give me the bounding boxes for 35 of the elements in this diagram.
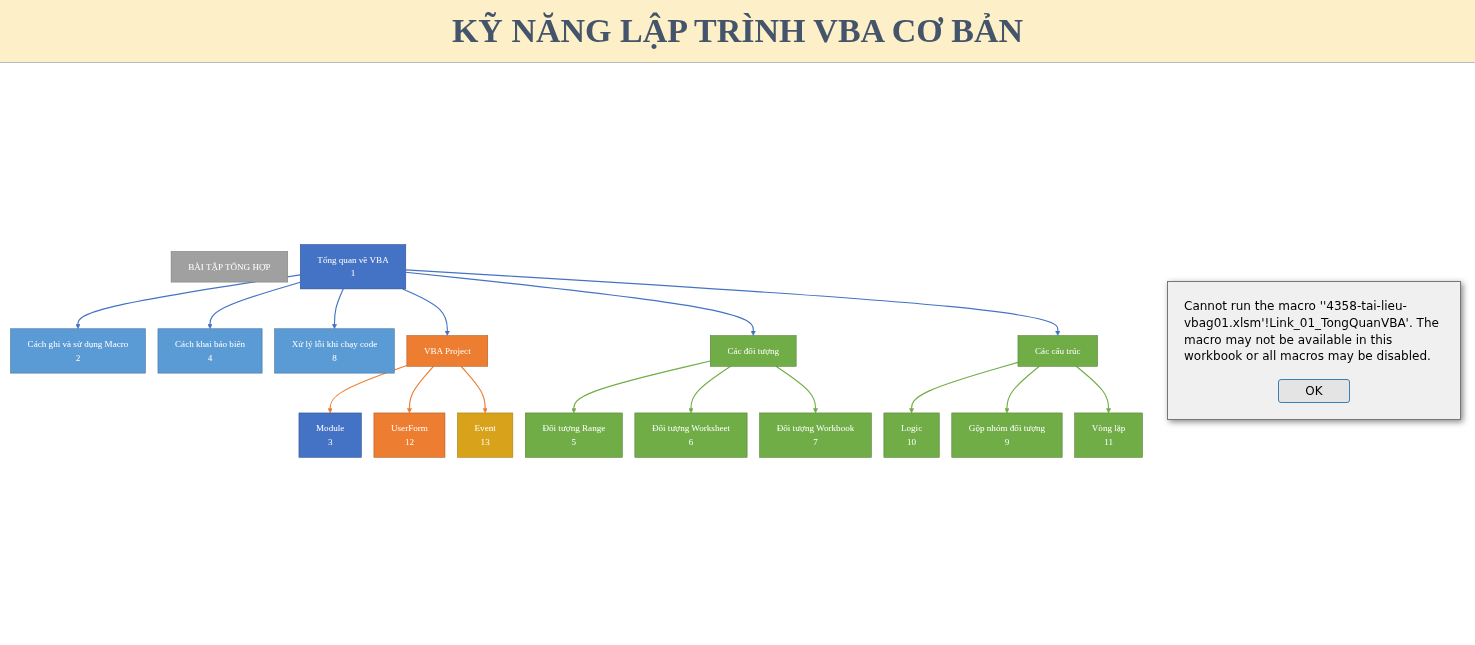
node-box (634, 412, 748, 458)
arrow (1075, 365, 1112, 413)
arrow (327, 364, 408, 413)
arrow (402, 287, 450, 336)
ok-button: OK (1278, 379, 1350, 404)
node-box (373, 412, 446, 458)
node-box (298, 412, 362, 458)
node-box (951, 412, 1063, 458)
node-box (406, 334, 489, 367)
arrow (775, 365, 818, 413)
node-box (525, 412, 623, 458)
node-box (170, 250, 289, 282)
arrow (406, 365, 435, 413)
arrow (1004, 365, 1040, 413)
node-box (1074, 412, 1143, 458)
node-box (759, 412, 872, 458)
flowchart: BÀI TẬP TỔNG HỢP Tổng quan về VBA 1 Cách ghi và sử dụng Macro 2 Cách khai báo biến 4 Xử lý lỗi khi chạy code 8 VBA Project Module 3 UserForm 12 Event 13 Các đối tượng Đối tượng Range 5 Đối tượng Worksheet 6 Đối tượng Workbook 7 Các cấu trúc Logic 10 Gộp nhóm đối tượng 9 Vòng lặp 11 (6, 239, 1147, 462)
arrow (460, 365, 488, 413)
arrow (688, 365, 732, 413)
node-box (274, 328, 395, 373)
error-message: Cannot run the macro ''4358-tai-lieu-vbag01.xlsm'!Link_01_TongQuanVBA'. The macro may not be available in this workbook or all macros may be disabled. (1184, 297, 1440, 366)
arrow (331, 287, 344, 329)
title: KỸ NĂNG LẬP TRÌNH VBA CƠ BẢN (0, 0, 1475, 63)
node-box (157, 328, 263, 373)
arrow (207, 281, 301, 329)
arrow (405, 271, 756, 336)
node-box (10, 328, 146, 373)
arrow (405, 268, 1061, 336)
arrow (571, 360, 711, 413)
node-box (300, 243, 407, 289)
node-box (883, 412, 940, 458)
node-box (710, 334, 797, 367)
arrow (909, 361, 1019, 413)
node-box (457, 412, 514, 458)
node-box (1017, 334, 1098, 367)
